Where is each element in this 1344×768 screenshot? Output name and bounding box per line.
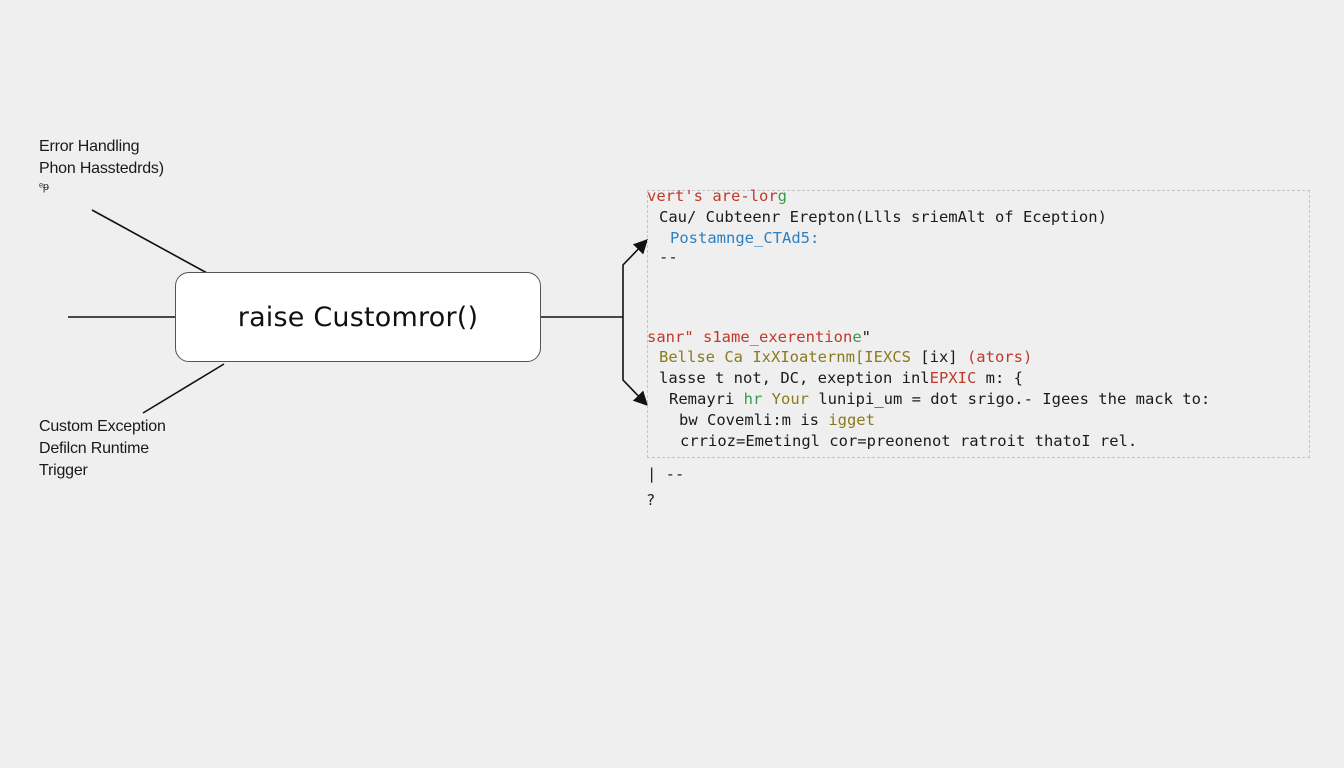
code-line-4: -- [659,248,678,266]
bottom-annotation: Custom Exception Defilcn Runtime Trigger [39,416,166,482]
code-line-2: Cau/ Cubteenr Erepton(Llls sriemAlt of E… [659,208,1107,226]
edge-top-label-to-node [91,209,208,274]
code-panel [647,190,1310,458]
arrow-to-exception-handling [622,317,648,407]
bottom-annotation-line-3: Trigger [39,462,88,479]
code-line-5: sanr" s1ame_exerentione" [647,328,871,346]
top-annotation-line-1: Error Handling [39,138,140,155]
top-annotation: Error Handling Phon Hasstedrds) ᵉᵽ [39,136,164,194]
code-line-1: vert's are-lorg [647,187,787,205]
code-line-10: crrioz=Emetingl cor=preonenot ratroit th… [680,432,1138,450]
top-annotation-line-3: ᵉᵽ [39,181,49,193]
edge-bottom-label-to-node [142,363,225,414]
top-annotation-line-2: Phon Hasstedrds) [39,160,164,177]
code-line-9: bw Covemli:m is igget [679,411,875,429]
code-after-line-1: | -- [647,465,685,483]
code-line-3: Postamnge_CTAd5: [670,229,820,247]
arrow-to-exception-definition [622,238,648,317]
code-line-7: lasse t not, DC, exeption inlEPXIC m: { [659,369,1023,387]
code-line-8: Remayri hr Your lunipi_um = dot srigo.- … [669,390,1211,408]
raise-node-label: raise Customror() [237,301,479,333]
code-after-line-2: ? [646,491,656,509]
code-line-6: Bellse Ca IxXIoaternm[IEXCS [ix] (ators) [659,348,1033,366]
bottom-annotation-line-2: Defilcn Runtime [39,440,149,457]
bottom-annotation-line-1: Custom Exception [39,418,166,435]
raise-node: raise Customror() [175,272,541,362]
